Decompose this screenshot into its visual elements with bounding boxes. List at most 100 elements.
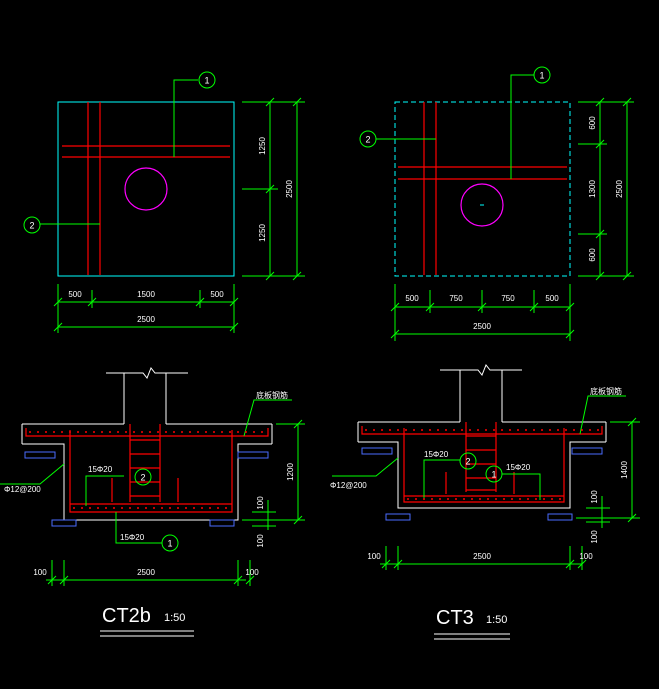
ct2b-section-stirrup-label: Φ12@200: [4, 485, 41, 494]
ct2b-section-dim-cover-bottom: 100: [256, 534, 265, 548]
rebar-dot: [213, 431, 215, 433]
rebar-dot: [189, 431, 191, 433]
rebar-dot: [221, 431, 223, 433]
rebar-dot: [573, 429, 575, 431]
ct2b-section-note: 底板钢筋: [256, 390, 288, 400]
ct3-section-dim-height: 1400: [620, 461, 629, 479]
rebar-dot: [581, 429, 583, 431]
rebar-dot: [415, 498, 417, 500]
rebar-dot: [549, 429, 551, 431]
ct3-plan-dim-right-top: 600: [588, 116, 597, 130]
rebar-dot: [397, 429, 399, 431]
ct2b-section: 底板钢筋 Φ12@200 15Φ20 15Φ20 2 1 1200 100 10…: [0, 367, 305, 637]
ct2b-plan-callout-2-text: 2: [29, 221, 34, 231]
ct3-section-dim-width: 2500: [473, 552, 491, 561]
rebar-dot: [565, 429, 567, 431]
rebar-dot: [485, 429, 487, 431]
ct3-plan-leader-1: [510, 74, 534, 179]
rebar-dot: [133, 431, 135, 433]
rebar-dot: [407, 498, 409, 500]
rebar-dot: [77, 431, 79, 433]
rebar-dot: [181, 431, 183, 433]
rebar-dot: [193, 507, 195, 509]
rebar-dot: [37, 431, 39, 433]
rebar-dot: [169, 507, 171, 509]
rebar-dot: [245, 431, 247, 433]
rebar-dot: [153, 507, 155, 509]
rebar-dot: [137, 507, 139, 509]
rebar-dot: [205, 431, 207, 433]
ct3-plan-callout-1-text: 1: [539, 71, 544, 81]
rebar-dot: [543, 498, 545, 500]
rebar-dot: [495, 498, 497, 500]
ct2b-plan-callout-1: [198, 71, 216, 89]
ct3-section-callout-1-text: 1: [491, 470, 496, 480]
ct2b-section-dim-width: 2500: [137, 568, 155, 577]
rebar-dot: [509, 429, 511, 431]
rebar-dot: [447, 498, 449, 500]
rebar-dot: [81, 507, 83, 509]
ct2b-plan-dim-right-bottom: 1250: [258, 224, 267, 242]
rebar-dot: [527, 498, 529, 500]
ct3-section-callout-2-text: 2: [465, 457, 470, 467]
rebar-dot: [93, 431, 95, 433]
rebar-dot: [97, 507, 99, 509]
rebar-dot: [533, 429, 535, 431]
ct3-section-dim-right-cover: 100: [579, 552, 593, 561]
rebar-dot: [61, 431, 63, 433]
rebar-dot: [455, 498, 457, 500]
rebar-dot: [439, 498, 441, 500]
rebar-dot: [101, 431, 103, 433]
ct2b-section-dim-left-cover: 100: [33, 568, 47, 577]
rebar-dot: [185, 507, 187, 509]
rebar-dot: [413, 429, 415, 431]
ct3-plan-dim-bottom-1: 500: [405, 294, 419, 303]
rebar-dot: [117, 431, 119, 433]
ct3-section: 底板钢筋 Φ12@200 15Φ20 15Φ20 2 1 1400 100 10…: [330, 364, 640, 640]
rebar-section-dots: [29, 429, 599, 509]
rebar-dot: [517, 429, 519, 431]
ct3-title: CT3: [436, 607, 474, 629]
rebar-dot: [461, 429, 463, 431]
ct2b-pile-circle: [124, 167, 168, 211]
rebar-dot: [423, 498, 425, 500]
rebar-dot: [165, 431, 167, 433]
ct2b-plan-dim-right-total: 2500: [285, 180, 294, 198]
rebar-dot: [45, 431, 47, 433]
ct3-plan-outline: [394, 101, 571, 277]
ct2b-plan-dim-right-top: 1250: [258, 137, 267, 155]
ct2b-section-callout-1-text: 1: [167, 539, 172, 549]
rebar-dot: [551, 498, 553, 500]
ct3-section-note: 底板钢筋: [590, 386, 622, 396]
ct2b-section-stirrup-leader: [0, 463, 65, 485]
ct3-section-bar-label-left: 15Φ20: [424, 450, 449, 459]
rebar-dot: [525, 429, 527, 431]
rebar-dot: [429, 429, 431, 431]
rebar-dot: [237, 431, 239, 433]
ct2b-plan-dim-bottom-total: 2500: [137, 315, 155, 324]
rebar-dot: [589, 429, 591, 431]
rebar-dot: [501, 429, 503, 431]
rebar-dot: [229, 431, 231, 433]
rebar-dot: [437, 429, 439, 431]
rebar-dot: [53, 431, 55, 433]
ct2b-plan: 1 2 1250 1250 2500 500 1500 500 2: [23, 71, 305, 333]
rebar-dot: [173, 431, 175, 433]
ct3-plan-callout-1: [533, 66, 551, 84]
rebar-dot: [201, 507, 203, 509]
ct2b-section-bar-label-top: 15Φ20: [88, 465, 113, 474]
rebar-dot: [445, 429, 447, 431]
rebar-dot: [209, 507, 211, 509]
rebar-dot: [89, 507, 91, 509]
rebar-dot: [141, 431, 143, 433]
ct3-plan-dim-right-mid: 1300: [588, 180, 597, 198]
ct3-section-callout-1: [485, 465, 503, 483]
rebar-dot: [125, 431, 127, 433]
rebar-dot: [217, 507, 219, 509]
rebar-dot: [113, 507, 115, 509]
rebar-dot: [431, 498, 433, 500]
ct2b-section-bar-leader-bottom: [115, 512, 162, 544]
ct2b-section-note-leader: [243, 399, 292, 437]
rebar-dot: [559, 498, 561, 500]
